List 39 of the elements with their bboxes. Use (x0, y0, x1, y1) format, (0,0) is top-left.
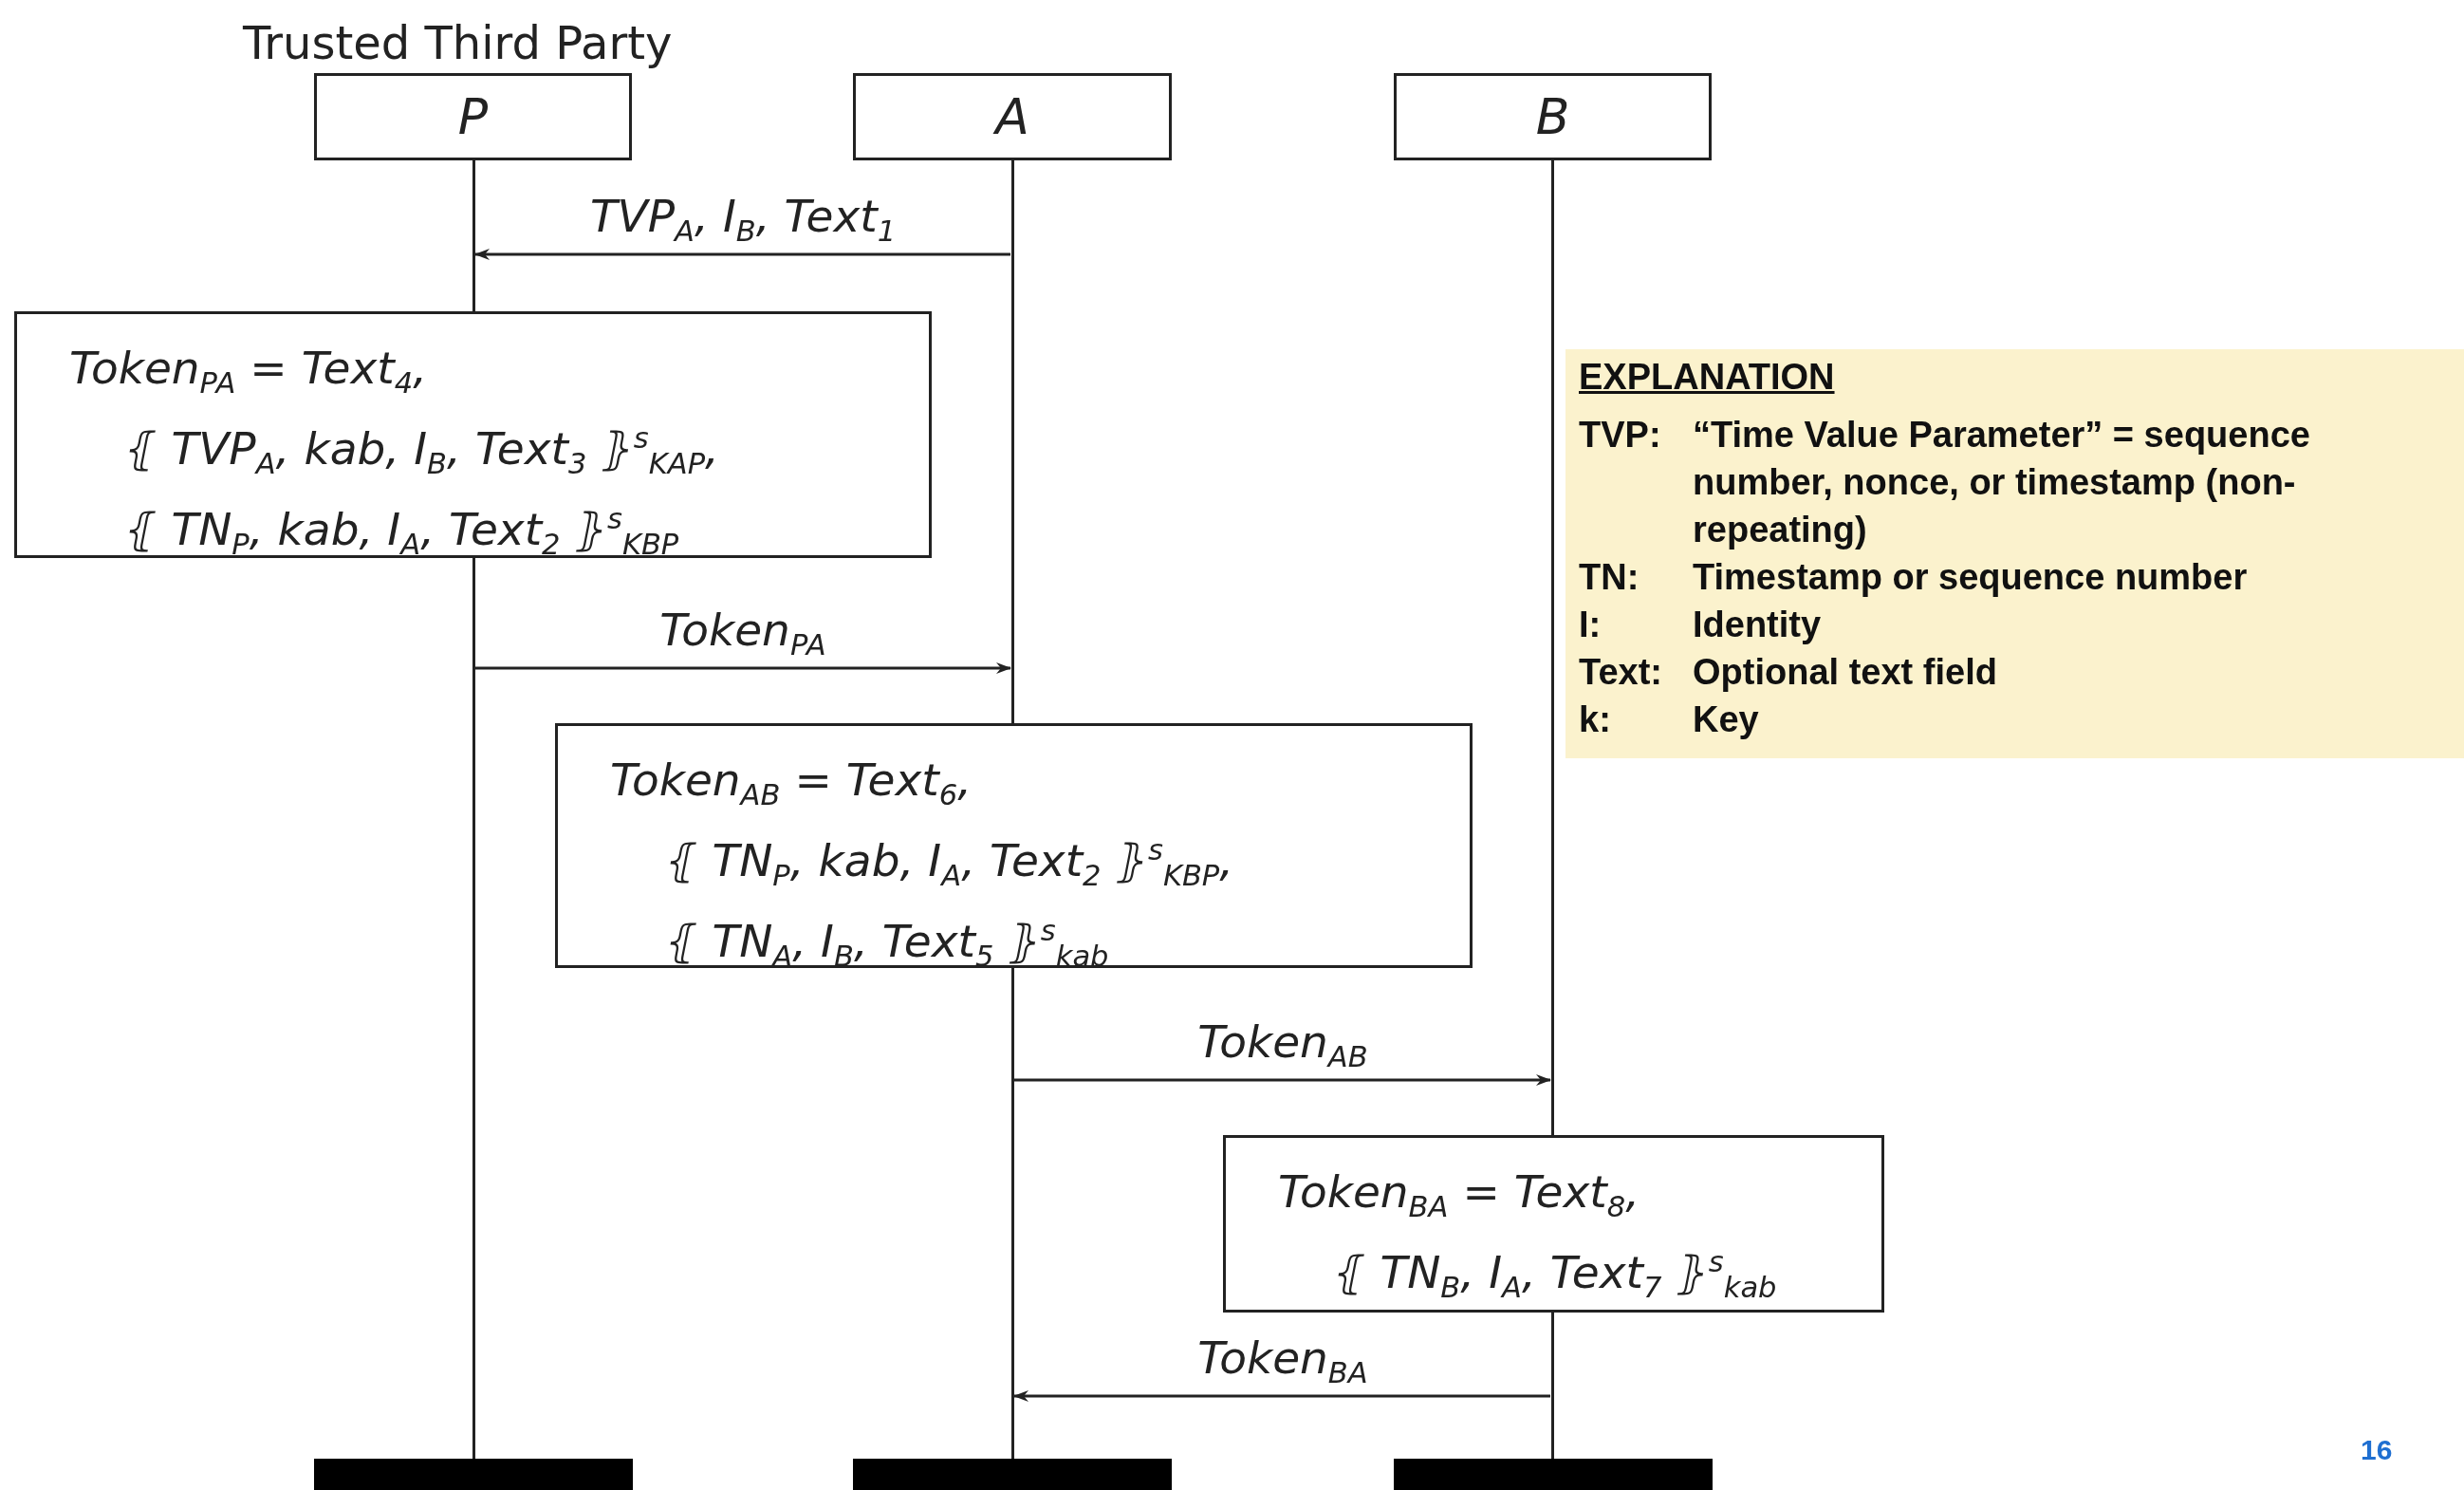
formula-line: Token$_{AB}$ = Text$_{6}$, (610, 753, 973, 814)
term-label: TVP: (1579, 414, 1662, 456)
page-number: 16 (2361, 1434, 2393, 1466)
message-label: Token$_{BA}$ (1197, 1332, 1368, 1390)
definition-text: Key (1693, 698, 1760, 741)
lifeline (1551, 1313, 1554, 1459)
token-box (555, 723, 1473, 968)
lifeline (1011, 968, 1014, 1459)
term-label: Text: (1579, 651, 1663, 694)
formula-line: ⦃ TN$_{P}$, kab, I$_{A}$, Text$_{2}$ ⦄$^{s}$$_{KBP}$, (664, 832, 1235, 895)
participant-box: B (1394, 73, 1712, 160)
term-label: I: (1579, 604, 1603, 646)
message-label: Token$_{PA}$ (659, 604, 826, 662)
lifeline (1011, 160, 1014, 723)
participant-heading: Trusted Third Party (243, 16, 673, 69)
message-arrow (1013, 1390, 1550, 1402)
definition-text: Timestamp or sequence number (1693, 556, 2249, 599)
lifeline (472, 160, 475, 311)
message-label: TVP$_{A}$, I$_{B}$, Text$_{1}$ (589, 190, 897, 249)
participant-box: P (314, 73, 632, 160)
definition-text: Identity (1693, 604, 1823, 646)
panel-heading: EXPLANATION (1579, 357, 1835, 398)
message-arrow (475, 662, 1011, 674)
formula-line: Token$_{BA}$ = Text$_{8}$, (1278, 1164, 1641, 1226)
message-arrow (1014, 1074, 1551, 1086)
explanation-panel (1565, 349, 2464, 758)
lifeline (472, 558, 475, 1459)
message-label: Token$_{AB}$ (1197, 1015, 1368, 1074)
term-label: k: (1579, 698, 1612, 741)
term-label: TN: (1579, 556, 1640, 599)
token-box (14, 311, 932, 558)
participant-box: A (853, 73, 1172, 160)
lifeline (1551, 160, 1554, 1135)
formula-line: Token$_{PA}$ = Text$_{4}$, (69, 341, 429, 402)
token-box (1223, 1135, 1884, 1313)
definition-text: Optional text field (1693, 651, 1998, 694)
message-arrow (474, 249, 1010, 260)
formula-line: ⦃ TVP$_{A}$, kab, I$_{B}$, Text$_{3}$ ⦄$^{s}$$_{KAP}$, (123, 420, 721, 483)
definition-text: “Time Value Parameter” = sequence number, nonce, or timestamp (non-repeating) (1693, 414, 2311, 551)
